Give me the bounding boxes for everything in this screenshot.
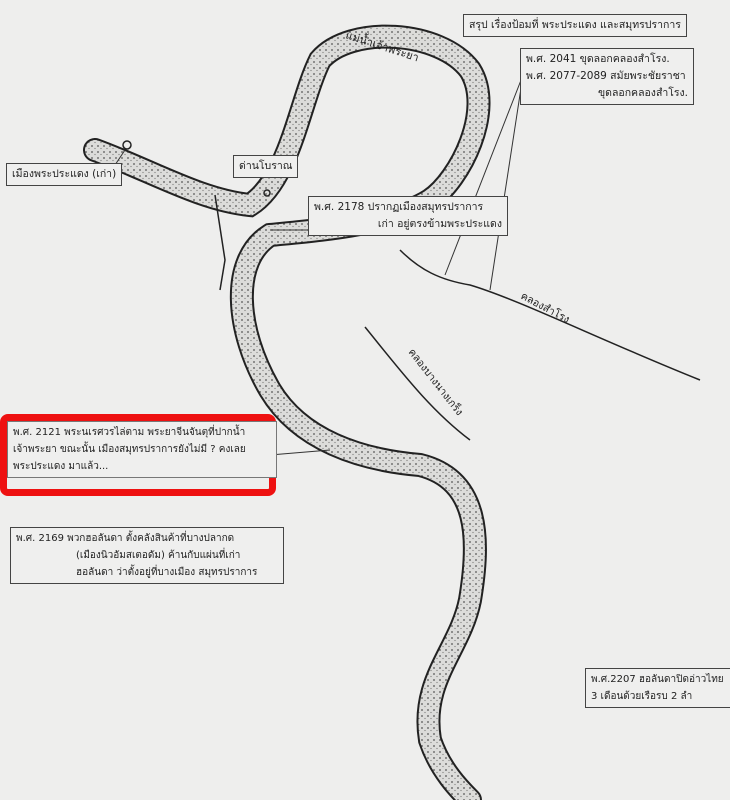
old-city-marker: [122, 140, 132, 150]
note-line: พ.ศ.2207 ฮอลันดาปิดอ่าวไทย: [591, 674, 724, 685]
note-line: ขุดลอกคลองสำโรง.: [597, 87, 688, 99]
note-line: 3 เดือนด้วยเรือรบ 2 ลำ: [591, 691, 693, 702]
canal-samrong-label: คลองสำโรง: [519, 289, 572, 326]
note-2169: พ.ศ. 2169 พวกฮอลันดา ตั้งคลังสินค้าที่บา…: [10, 527, 284, 584]
checkpoint-marker: [263, 189, 271, 197]
note-line: พ.ศ. 2121 พระนเรศวรไล่ตาม พระยาจีนจันตุท…: [13, 427, 246, 438]
note-line: ฮอลันดา ว่าตั้งอยู่ที่บางเมือง สมุทรปราก…: [76, 567, 258, 578]
river-chao-phraya: [83, 24, 491, 800]
map-title: สรุป เรื่องป้อมที่ พระประแดง และสมุทรปรา…: [463, 14, 687, 37]
note-line: พ.ศ. 2077-2089 สมัยพระชัยราชา: [526, 70, 686, 82]
note-2041: พ.ศ. 2041 ขุดลอกคลองสำโรง. พ.ศ. 2077-208…: [520, 48, 694, 105]
leader-lines: [114, 74, 524, 456]
note-2207: พ.ศ.2207 ฮอลันดาปิดอ่าวไทย 3 เดือนด้วยเร…: [585, 668, 730, 708]
note-2178: พ.ศ. 2178 ปรากฏเมืองสมุทรปราการ เก่า อยู…: [308, 196, 508, 236]
note-line: พ.ศ. 2169 พวกฮอลันดา ตั้งคลังสินค้าที่บา…: [16, 533, 235, 544]
note-line: พระประแดง มาแล้ว...: [13, 461, 109, 472]
note-line: เก่า อยู่ตรงข้ามพระประแดง: [377, 218, 502, 230]
canal-bang-label: คลองบางนางเกร็ง: [406, 345, 467, 418]
note-line: พ.ศ. 2041 ขุดลอกคลองสำโรง.: [526, 53, 670, 65]
label-ancient-checkpoint: ด่านโบราณ: [233, 155, 299, 178]
canal-bang-line: [364, 326, 471, 441]
note-line: (เมืองนิวอัมสเตอดัม) ค้านกับแผ่นที่เก่า: [76, 550, 241, 561]
canal-samrong-line: [399, 249, 701, 381]
note-line: พ.ศ. 2178 ปรากฏเมืองสมุทรปราการ: [314, 201, 484, 213]
left-bank-line: [214, 194, 226, 291]
label-old-phra-pradaeng: เมืองพระประแดง (เก่า): [6, 163, 123, 186]
note-line: เจ้าพระยา ขณะนั้น เมืองสมุทรปราการยังไม่…: [13, 444, 246, 455]
note-2121: พ.ศ. 2121 พระนเรศวรไล่ตาม พระยาจีนจันตุท…: [7, 421, 277, 478]
